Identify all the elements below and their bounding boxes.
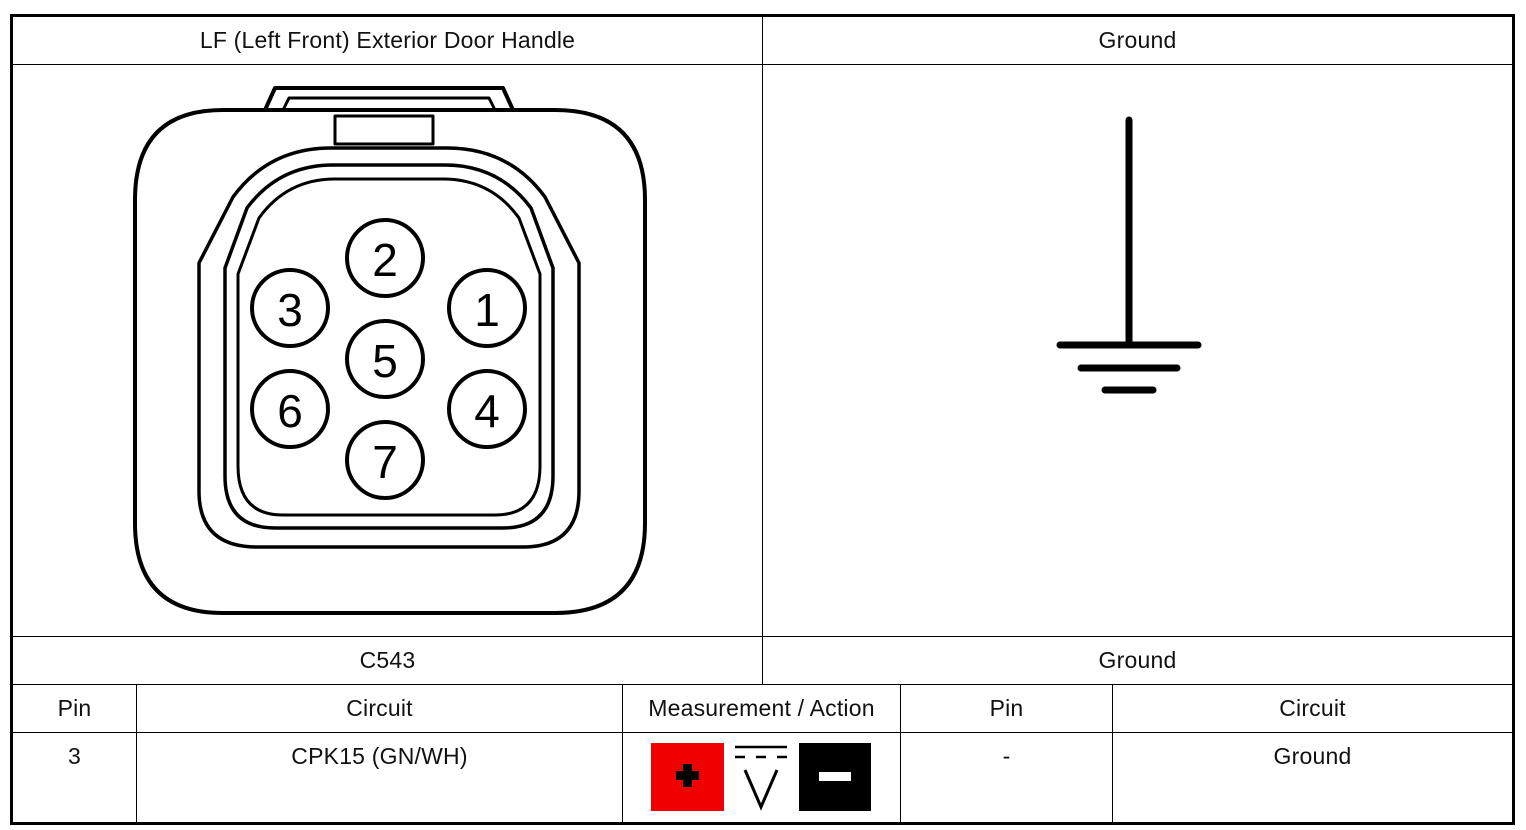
pin-number: 2 (372, 234, 398, 286)
column-header-circuit-2: Circuit (1279, 695, 1346, 721)
pin-number: 4 (474, 385, 500, 437)
divider (762, 17, 763, 684)
ground-symbol-icon (1056, 116, 1202, 394)
column-header-circuit: Circuit (346, 695, 413, 721)
pin-7-cavity (345, 420, 425, 500)
table-cell-circuit: CPK15 (GN/WH) (291, 743, 468, 769)
table-cell-pin: 3 (68, 743, 81, 769)
positive-probe-icon (651, 743, 724, 811)
divider (900, 684, 901, 822)
ground-title: Ground (1098, 27, 1177, 53)
column-header-pin-2: Pin (989, 695, 1024, 721)
pin-number: 6 (277, 385, 303, 437)
pin-number: 3 (277, 284, 303, 336)
pin-1-cavity (447, 268, 527, 348)
pin-6-cavity (250, 369, 330, 449)
divider (622, 684, 623, 822)
measurement-icons (651, 743, 871, 811)
table-cell-measurement (623, 733, 900, 822)
column-header-pin: Pin (57, 695, 92, 721)
pin-3-cavity (250, 268, 330, 348)
divider (13, 732, 1512, 733)
pin-number: 7 (372, 436, 398, 488)
column-header-measurement: Measurement / Action (648, 695, 875, 721)
pin-number: 5 (372, 335, 398, 387)
dc-voltage-icon (735, 745, 787, 811)
pin-2-cavity (345, 218, 425, 298)
table-cell-circuit-2: Ground (1273, 743, 1352, 769)
pin-4-cavity (447, 369, 527, 449)
divider (1112, 684, 1113, 822)
connector-id: C543 (359, 647, 416, 673)
table-cell-pin-2: - (1002, 743, 1011, 769)
connector-face-diagram: 2 3 1 5 6 4 7 (133, 86, 647, 615)
divider (136, 684, 137, 822)
pin-5-cavity (345, 319, 425, 399)
connector-title: LF (Left Front) Exterior Door Handle (199, 27, 576, 53)
negative-probe-icon (799, 743, 871, 811)
connector-test-table: LF (Left Front) Exterior Door Handle Gro… (10, 14, 1515, 825)
pin-number: 1 (474, 284, 500, 336)
divider (13, 684, 1512, 685)
ground-label: Ground (1098, 647, 1177, 673)
